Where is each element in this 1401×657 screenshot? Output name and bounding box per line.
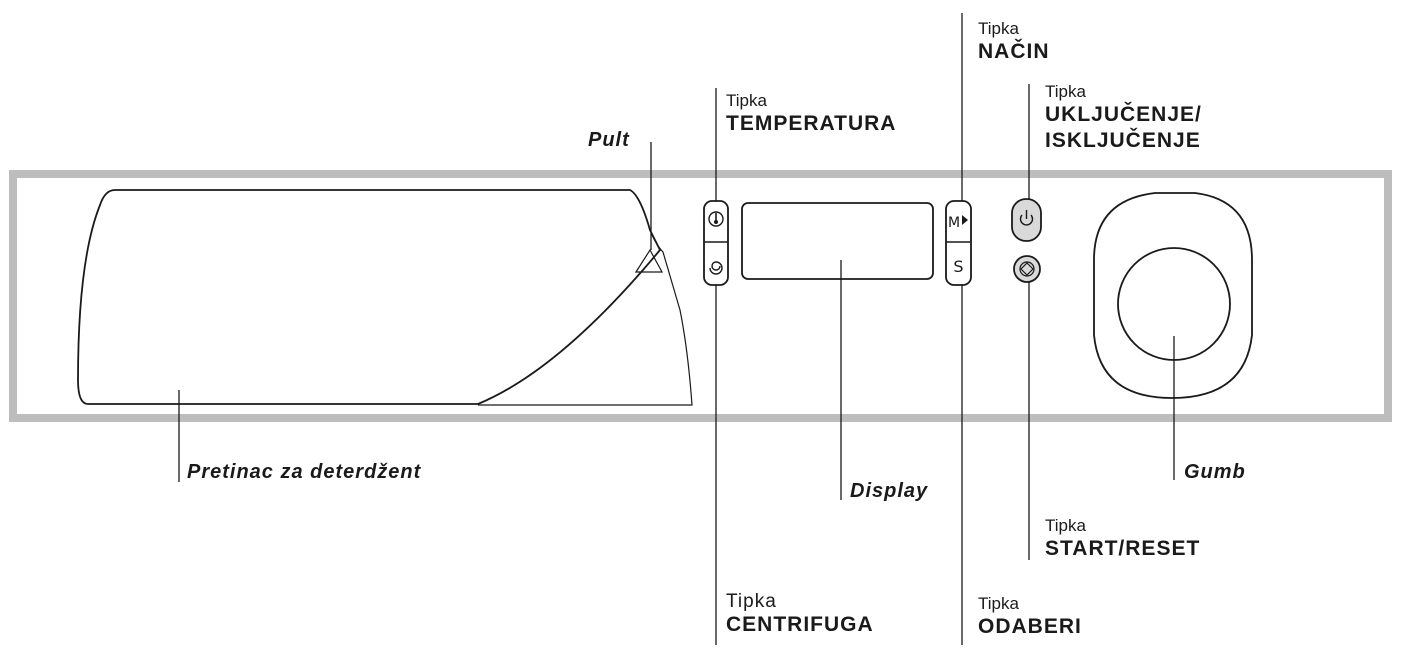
spin-label-prefix: Tipka [726, 591, 777, 612]
mode-button-label: Tipka NAČIN [978, 19, 1050, 65]
knob-label: Gumb [1184, 461, 1246, 483]
mode-symbol: M [948, 215, 960, 231]
spin-label-name: CENTRIFUGA [726, 613, 874, 636]
temperature-label-prefix: Tipka [726, 91, 767, 110]
power-label-line1: UKLJUČENJE/ [1045, 103, 1202, 126]
power-label-prefix: Tipka [1045, 82, 1086, 101]
power-icon [1019, 210, 1034, 226]
start-pause-icon [1019, 261, 1035, 277]
mode-select-button-column: M S [945, 200, 972, 286]
thermometer-icon [708, 211, 724, 227]
spin-button[interactable] [709, 261, 723, 275]
select-symbol: S [953, 257, 963, 276]
program-knob[interactable] [1093, 192, 1253, 399]
detergent-drawer-label: Pretinac za deterdžent [187, 461, 422, 483]
spin-button-label: Tipka CENTRIFUGA [726, 592, 874, 638]
mode-label-name: NAČIN [978, 40, 1050, 63]
temperature-spin-button-column [703, 200, 729, 286]
start-reset-button-label: Tipka START/RESET [1045, 516, 1200, 562]
mode-button[interactable]: M [948, 215, 968, 231]
pult-label: Pult [588, 129, 630, 151]
display-label: Display [850, 480, 929, 502]
power-button-label: Tipka UKLJUČENJE/ ISKLJUČENJE [1045, 82, 1202, 154]
temperature-button-label: Tipka TEMPERATURA [726, 91, 896, 137]
detergent-drawer[interactable] [77, 189, 693, 406]
select-label-prefix: Tipka [978, 594, 1019, 613]
select-label-name: ODABERI [978, 615, 1082, 638]
spin-icon [709, 261, 723, 275]
select-button[interactable]: S [953, 257, 963, 276]
mode-label-prefix: Tipka [978, 19, 1019, 38]
panel-frame [9, 170, 1392, 422]
leader-lines [178, 13, 1175, 645]
display-screen [741, 202, 934, 280]
play-arrow-icon [962, 215, 968, 225]
start-reset-button[interactable] [1013, 255, 1041, 283]
power-button[interactable] [1011, 198, 1042, 242]
temperature-label-name: TEMPERATURA [726, 112, 897, 135]
select-button-label: Tipka ODABERI [978, 594, 1082, 640]
start-label-prefix: Tipka [1045, 516, 1086, 535]
start-label-name: START/RESET [1045, 537, 1201, 560]
power-label-line2: ISKLJUČENJE [1045, 129, 1201, 152]
drawer-handle [634, 248, 664, 273]
temperature-button[interactable] [708, 211, 724, 227]
